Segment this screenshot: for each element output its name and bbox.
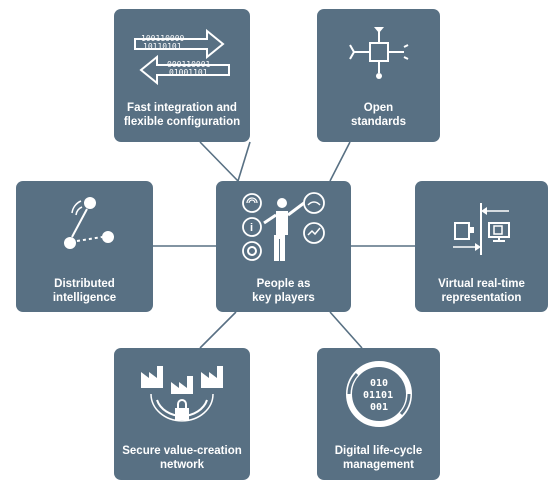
label-line-2: standards (351, 116, 406, 128)
svg-text:i: i (250, 222, 253, 234)
label-line-1: Distributed (54, 278, 115, 290)
label-line-1: Secure value-creation (122, 445, 242, 457)
label-line-2: representation (441, 292, 522, 304)
node-open-standards: Open standards (317, 9, 440, 142)
label-line-2: management (343, 459, 414, 471)
node-label: People as key players (220, 277, 347, 305)
binary-top: 100110000 (141, 34, 185, 43)
connector-digital (329, 311, 363, 349)
data-exchange-arrows-icon: 100110000 10110101 000110001 01001101 (114, 27, 250, 87)
binary-row-2: 01101 (363, 390, 393, 401)
secure-factory-network-icon (114, 358, 250, 430)
binary-row-1: 010 (370, 378, 388, 389)
node-label: Open standards (321, 101, 436, 129)
network-nodes-icon (16, 193, 153, 259)
label-line-1: Virtual real-time (438, 278, 525, 290)
lifecycle-cycle-icon: 010 01101 001 (317, 358, 440, 430)
node-label: Secure value-creation network (118, 444, 246, 472)
node-digital-lifecycle: 010 01101 001 Digital life-cycle managem… (317, 348, 440, 480)
person-with-gear-icons: i (216, 189, 351, 265)
node-distributed-intelligence: Distributed intelligence (16, 181, 153, 312)
label-line-1: People as (256, 278, 311, 290)
label-line-2: intelligence (52, 292, 117, 304)
connector-secure (199, 311, 237, 349)
connector-open (329, 141, 351, 182)
label-line-2: key players (252, 292, 315, 304)
connector-fast (237, 141, 251, 182)
node-label: Fast integration and flexible configurat… (118, 101, 246, 129)
label-line-1: Open (363, 102, 394, 114)
connector-fast-ext (199, 141, 239, 182)
virtual-twin-icon (415, 201, 548, 257)
node-virtual-representation: Virtual real-time representation (415, 181, 548, 312)
node-label: Distributed intelligence (20, 277, 149, 305)
node-label: Digital life-cycle management (321, 444, 436, 472)
binary-bottom: 000110001 (167, 60, 211, 69)
binary-bottom2: 01001101 (169, 68, 208, 77)
label-line-2: network (159, 459, 205, 471)
node-fast-integration: 100110000 10110101 000110001 01001101 Fa… (114, 9, 250, 142)
label-line-1: Digital life-cycle (334, 445, 423, 457)
node-secure-network: Secure value-creation network (114, 348, 250, 480)
binary-row-3: 001 (370, 402, 388, 413)
binary-top2: 10110101 (143, 42, 182, 51)
label-line-2: flexible configuration (123, 116, 241, 128)
node-label: Virtual real-time representation (419, 277, 544, 305)
node-people-key-players: i People as key players (216, 181, 351, 312)
label-line-1: Fast integration and (127, 102, 237, 114)
connector-standard-icon (317, 23, 440, 87)
